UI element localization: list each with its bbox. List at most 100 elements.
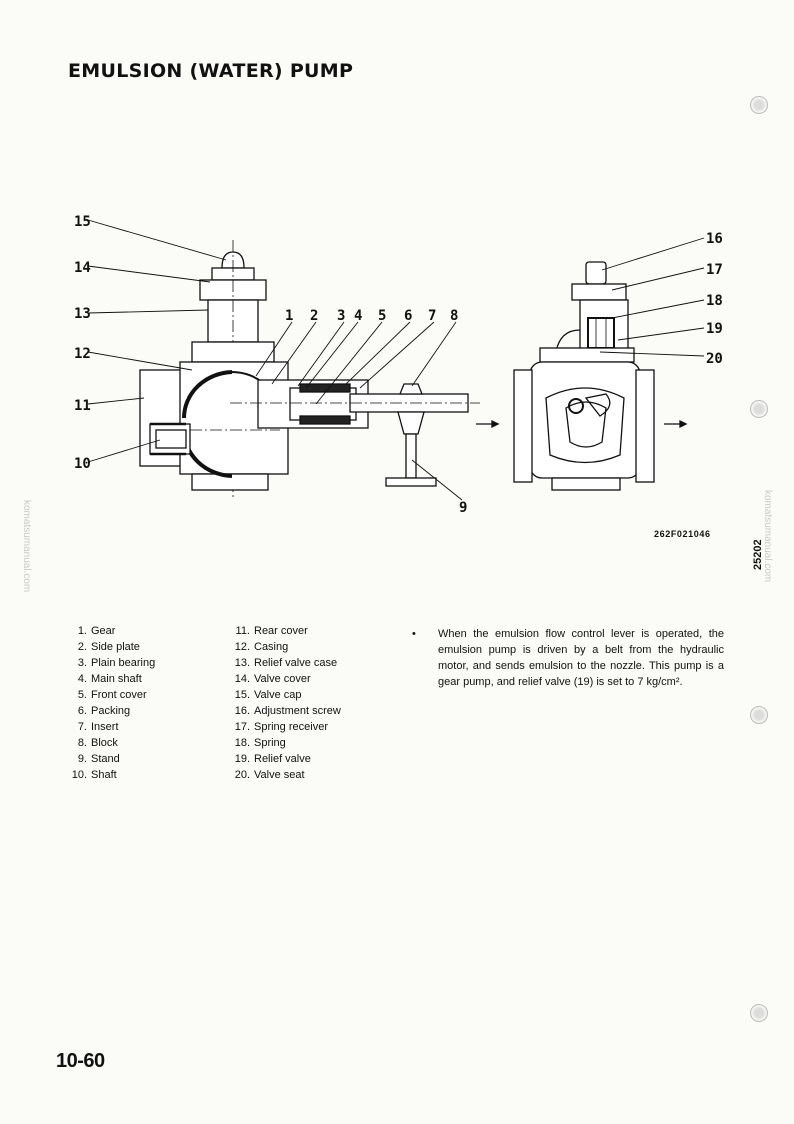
left-gear-casing: [139, 361, 289, 491]
callout-7: 7: [428, 308, 436, 324]
part-number: 3.: [77, 657, 87, 669]
callout-16: 16: [706, 231, 723, 247]
list-item: 18. Spring: [225, 735, 341, 751]
callout-5: 5: [378, 308, 386, 324]
part-name: Plain bearing: [91, 657, 156, 669]
watermark-right: komatsumanual.com: [762, 490, 773, 583]
list-item: 11. Rear cover: [225, 623, 341, 639]
part-number: 2.: [77, 641, 87, 653]
part-name: Spring receiver: [254, 721, 328, 733]
callout-8: 8: [450, 308, 458, 324]
part-number: 20.: [234, 769, 250, 781]
part-number: 12.: [234, 641, 250, 653]
list-item: 19. Relief valve: [225, 751, 341, 767]
list-item: 13. Relief valve case: [225, 655, 341, 671]
part-number: 19.: [234, 753, 250, 765]
callout-9: 9: [459, 500, 467, 516]
list-item: 1. Gear: [62, 623, 155, 639]
callout-20: 20: [706, 351, 723, 367]
callout-2: 2: [310, 308, 318, 324]
watermark-left: komatsumanual.com: [21, 500, 32, 593]
list-item: 2. Side plate: [62, 639, 155, 655]
part-number: 16.: [234, 705, 250, 717]
callout-6: 6: [404, 308, 412, 324]
callout-18: 18: [706, 293, 723, 309]
part-name: Relief valve: [254, 753, 311, 765]
list-item: 14. Valve cover: [225, 671, 341, 687]
callout-15: 15: [74, 214, 91, 230]
part-name: Packing: [91, 705, 131, 717]
part-number: 11.: [235, 625, 250, 637]
bullet-icon: •: [412, 628, 416, 640]
list-item: 8.Block: [62, 735, 155, 751]
pump-diagram: 15 14 13 12 11 10 1 2 3 4 5 6 7 8 9 16 1…: [74, 214, 723, 516]
part-number: 5.: [77, 689, 87, 701]
callout-4: 4: [354, 308, 362, 324]
part-number: 15.: [234, 689, 250, 701]
part-name: Insert: [91, 721, 119, 733]
part-number: 1.: [77, 625, 87, 637]
parts-list-right: 11. Rear cover 12. Casing 13. Relief valve …: [225, 623, 341, 783]
part-name: Side plate: [91, 641, 140, 653]
part-name: Spring: [254, 737, 286, 749]
callout-3: 3: [337, 308, 345, 324]
part-name: Rear cover: [254, 625, 308, 637]
callout-14: 14: [74, 260, 91, 276]
right-end-view: [513, 261, 655, 491]
part-name: Shaft: [91, 769, 117, 781]
figure-code: 262F021046: [654, 529, 711, 539]
flow-arrows: [476, 419, 688, 429]
callout-10: 10: [74, 456, 91, 472]
part-name: Stand: [91, 753, 120, 765]
part-number: 8.: [77, 737, 87, 749]
list-item: 12. Casing: [225, 639, 341, 655]
part-number: 18.: [234, 737, 250, 749]
list-item: 7. Insert: [62, 719, 155, 735]
part-number: 6.: [77, 705, 87, 717]
callout-12: 12: [74, 346, 91, 362]
part-name: Main shaft: [91, 673, 142, 685]
part-name: Valve cover: [254, 673, 311, 685]
part-number: 9.: [77, 753, 87, 765]
part-name: Casing: [254, 641, 289, 653]
description-text: When the emulsion flow control lever is …: [438, 628, 724, 688]
part-name: Valve cap: [254, 689, 302, 701]
part-number: 4.: [77, 673, 87, 685]
punch-hole-icon: [750, 400, 768, 418]
punch-hole-icon: [750, 706, 768, 724]
part-name: Adjustment screw: [254, 705, 341, 717]
list-item: 15. Valve cap: [225, 687, 341, 703]
callout-17: 17: [706, 262, 723, 278]
left-shaft-assembly: [230, 379, 480, 487]
page-number: 10-60: [56, 1050, 105, 1072]
punch-hole-icon: [750, 1004, 768, 1022]
list-item: 6. Packing: [62, 703, 155, 719]
list-item: 4. Main shaft: [62, 671, 155, 687]
callout-19: 19: [706, 321, 723, 337]
list-item: 9. Stand: [62, 751, 155, 767]
part-number: 10.: [71, 769, 87, 781]
page-title: EMULSION (WATER) PUMP: [68, 60, 354, 82]
part-name: Gear: [91, 625, 116, 637]
left-valve-tower: [191, 240, 275, 500]
part-name: Front cover: [91, 689, 147, 701]
part-name: Valve seat: [254, 769, 305, 781]
part-number: 14.: [234, 673, 250, 685]
list-item: 3. Plain bearing: [62, 655, 155, 671]
callout-13: 13: [74, 306, 91, 322]
list-item: 16. Adjustment screw: [225, 703, 341, 719]
part-number: 17.: [234, 721, 250, 733]
callout-1: 1: [285, 308, 293, 324]
callout-leader-lines: [87, 219, 705, 501]
list-item: 20. Valve seat: [225, 767, 341, 783]
list-item: 10. Shaft: [62, 767, 155, 783]
callout-11: 11: [74, 398, 91, 414]
part-number: 7.: [77, 721, 87, 733]
description-paragraph: • When the emulsion flow control lever i…: [412, 626, 724, 690]
pump-cross-section-figure: 15 14 13 12 11 10 1 2 3 4 5 6 7 8 9 16 1…: [0, 0, 794, 560]
parts-list-left: 1. Gear 2. Side plate 3. Plain bearing 4. Ma…: [62, 623, 156, 783]
part-number: 13.: [234, 657, 250, 669]
list-item: 17. Spring receiver: [225, 719, 341, 735]
part-name: Relief valve case: [254, 657, 338, 669]
list-item: 5. Front cover: [62, 687, 155, 703]
